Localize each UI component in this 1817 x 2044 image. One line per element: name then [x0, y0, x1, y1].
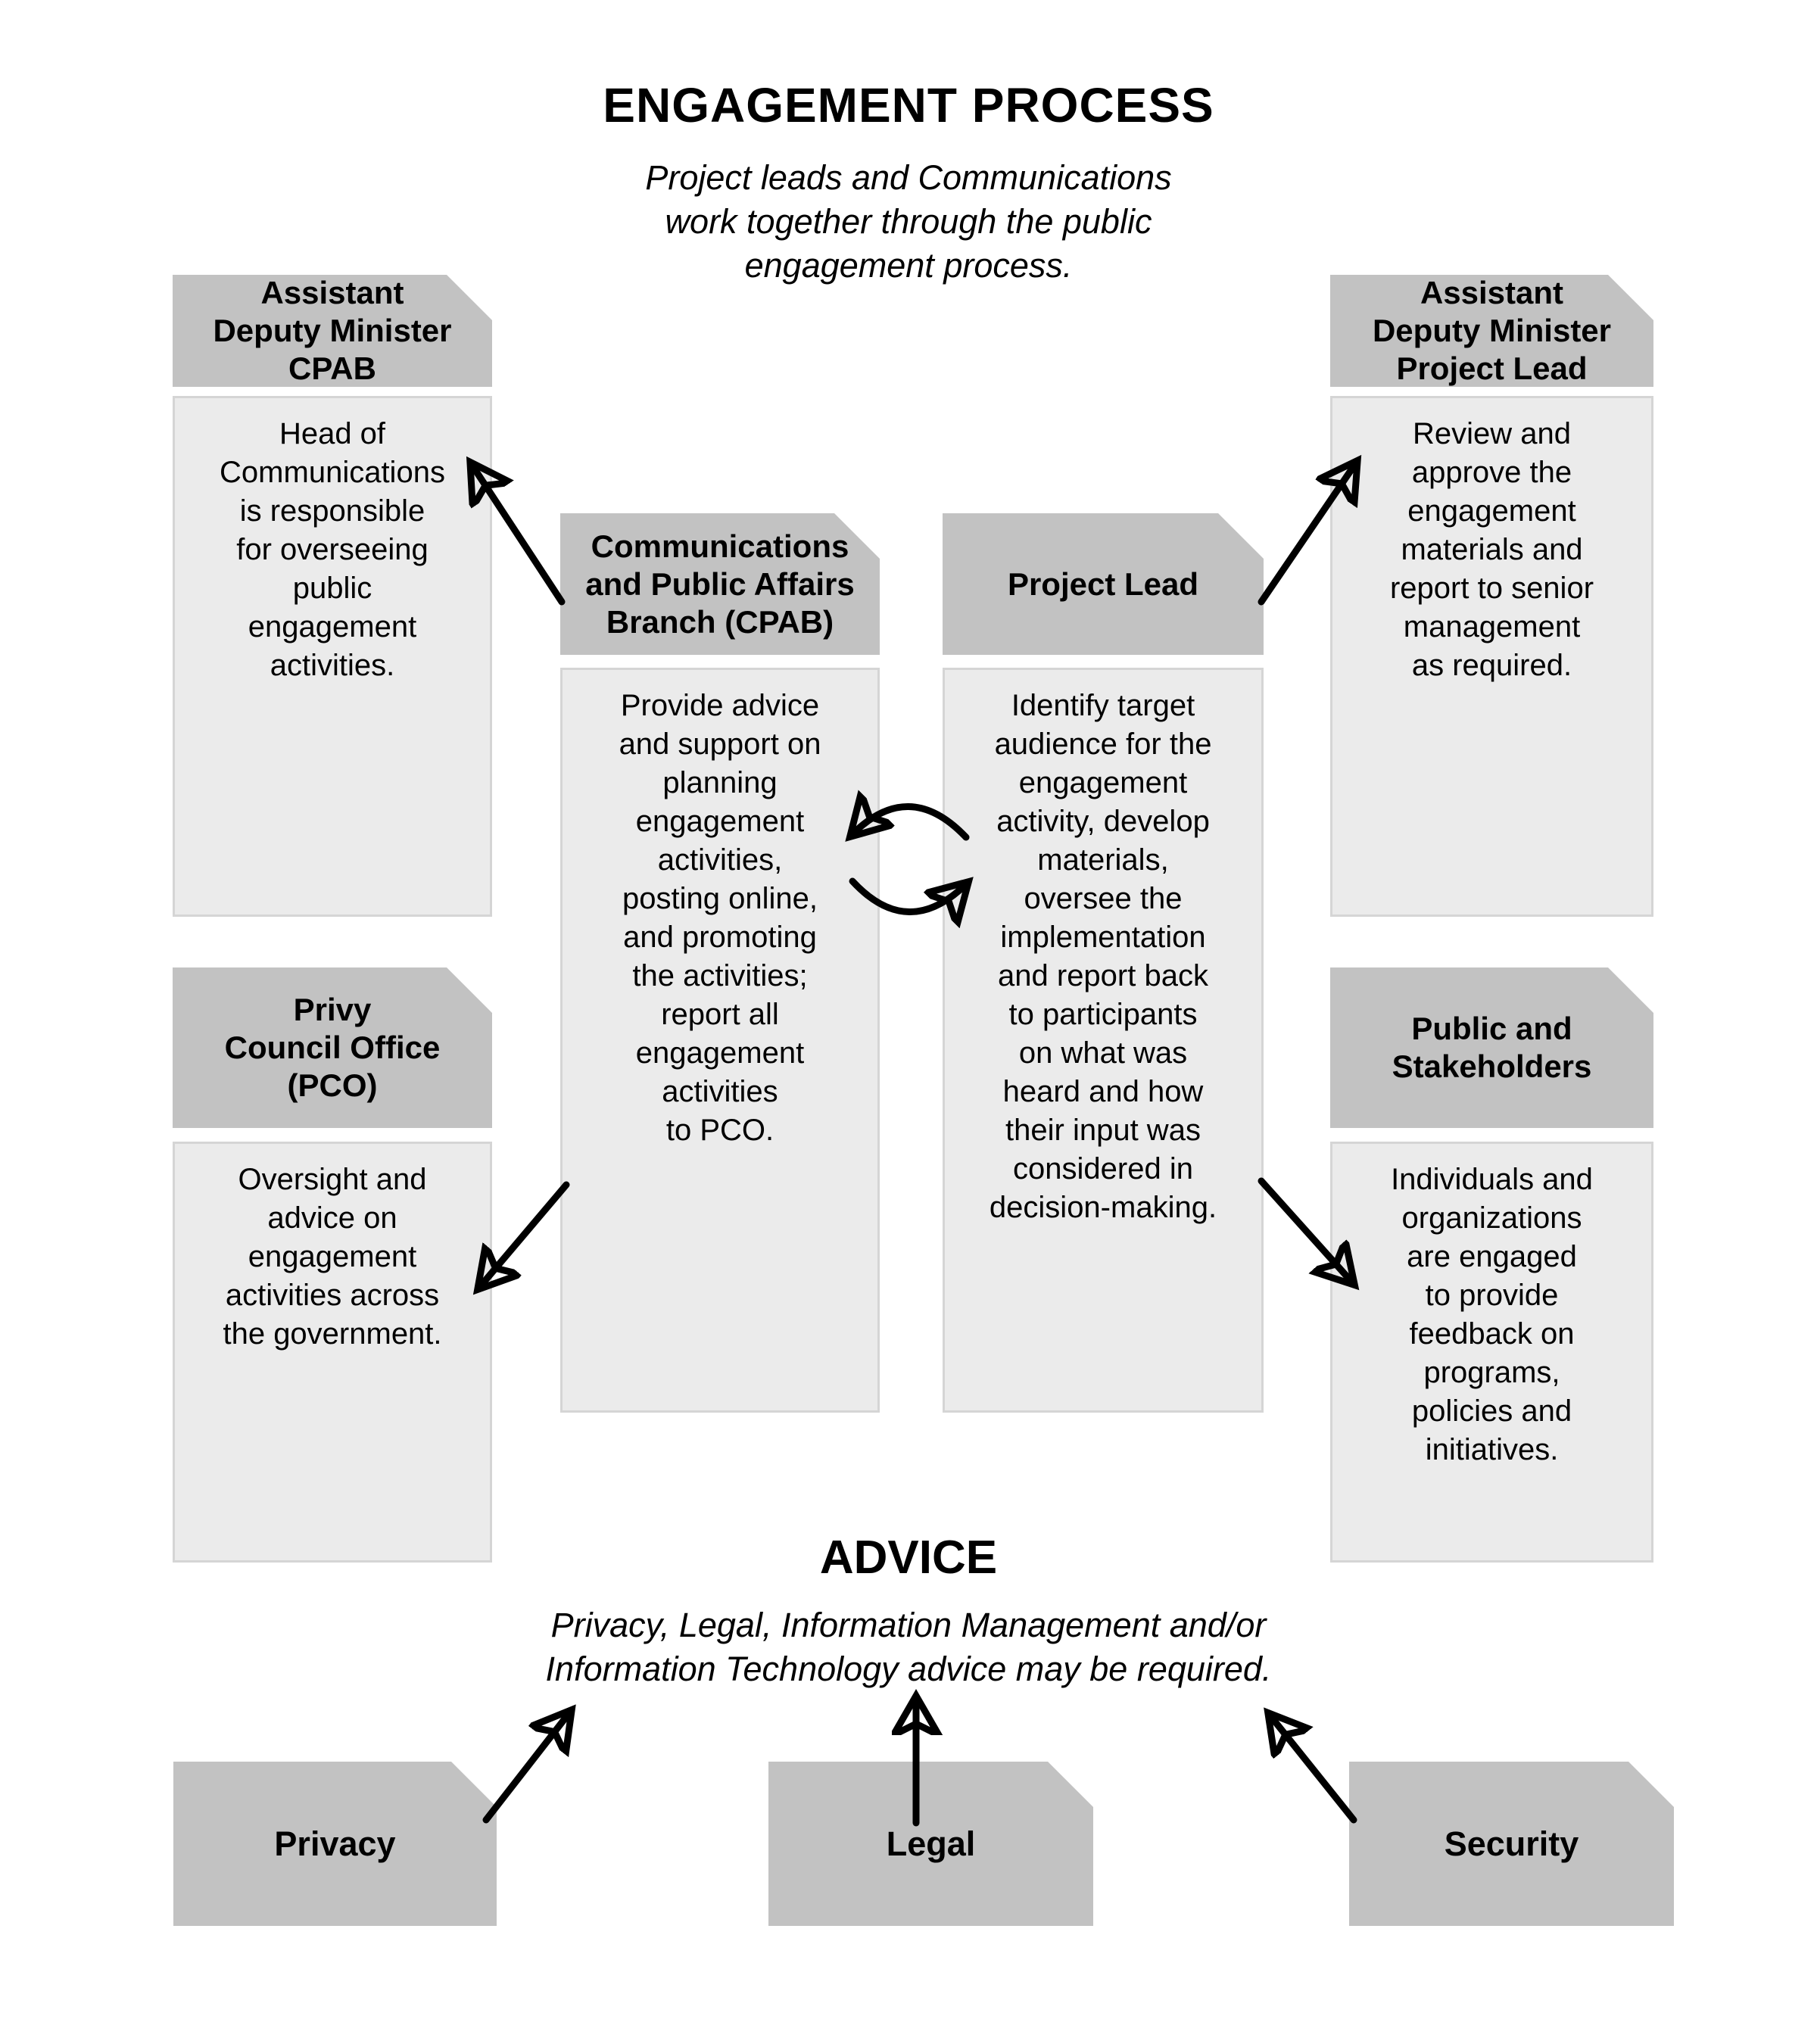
advice-subtitle: Privacy, Legal, Information Management a… [545, 1606, 1272, 1688]
node-pco-body: Oversight and advice on engagement activ… [173, 1142, 492, 1563]
node-project-lead-header: Project Lead [943, 513, 1264, 655]
node-project-lead-body: Identify target audience for the engagem… [943, 668, 1264, 1413]
node-pco-header: Privy Council Office (PCO) [173, 967, 492, 1128]
advice-box-security: Security [1349, 1762, 1674, 1926]
node-adm-project-lead-header: Assistant Deputy Minister Project Lead [1330, 275, 1653, 387]
node-cpab-body: Provide advice and support on planning e… [560, 668, 880, 1413]
advice-box-legal: Legal [768, 1762, 1093, 1926]
node-adm-cpab-header: Assistant Deputy Minister CPAB [173, 275, 492, 387]
advice-box-privacy-label: Privacy [274, 1824, 396, 1863]
node-adm-cpab-body: Head of Communications is responsible fo… [173, 396, 492, 917]
arrow-privacy-to-advice [482, 1711, 571, 1824]
node-adm-project-lead-body: Review and approve the engagement materi… [1330, 396, 1653, 917]
page-subtitle: Project leads and Communications work to… [645, 158, 1172, 285]
node-public-stakeholders-body: Individuals and organizations are engage… [1330, 1142, 1653, 1563]
arrow-security-to-advice [1269, 1714, 1357, 1824]
advice-title: ADVICE [819, 1531, 998, 1584]
node-cpab-header: Communications and Public Affairs Branch… [560, 513, 880, 655]
page-title: ENGAGEMENT PROCESS [603, 78, 1214, 132]
node-public-stakeholders-header: Public and Stakeholders [1330, 967, 1653, 1128]
advice-box-legal-label: Legal [886, 1824, 976, 1863]
advice-box-privacy: Privacy [173, 1762, 497, 1926]
advice-box-security-label: Security [1444, 1824, 1579, 1863]
